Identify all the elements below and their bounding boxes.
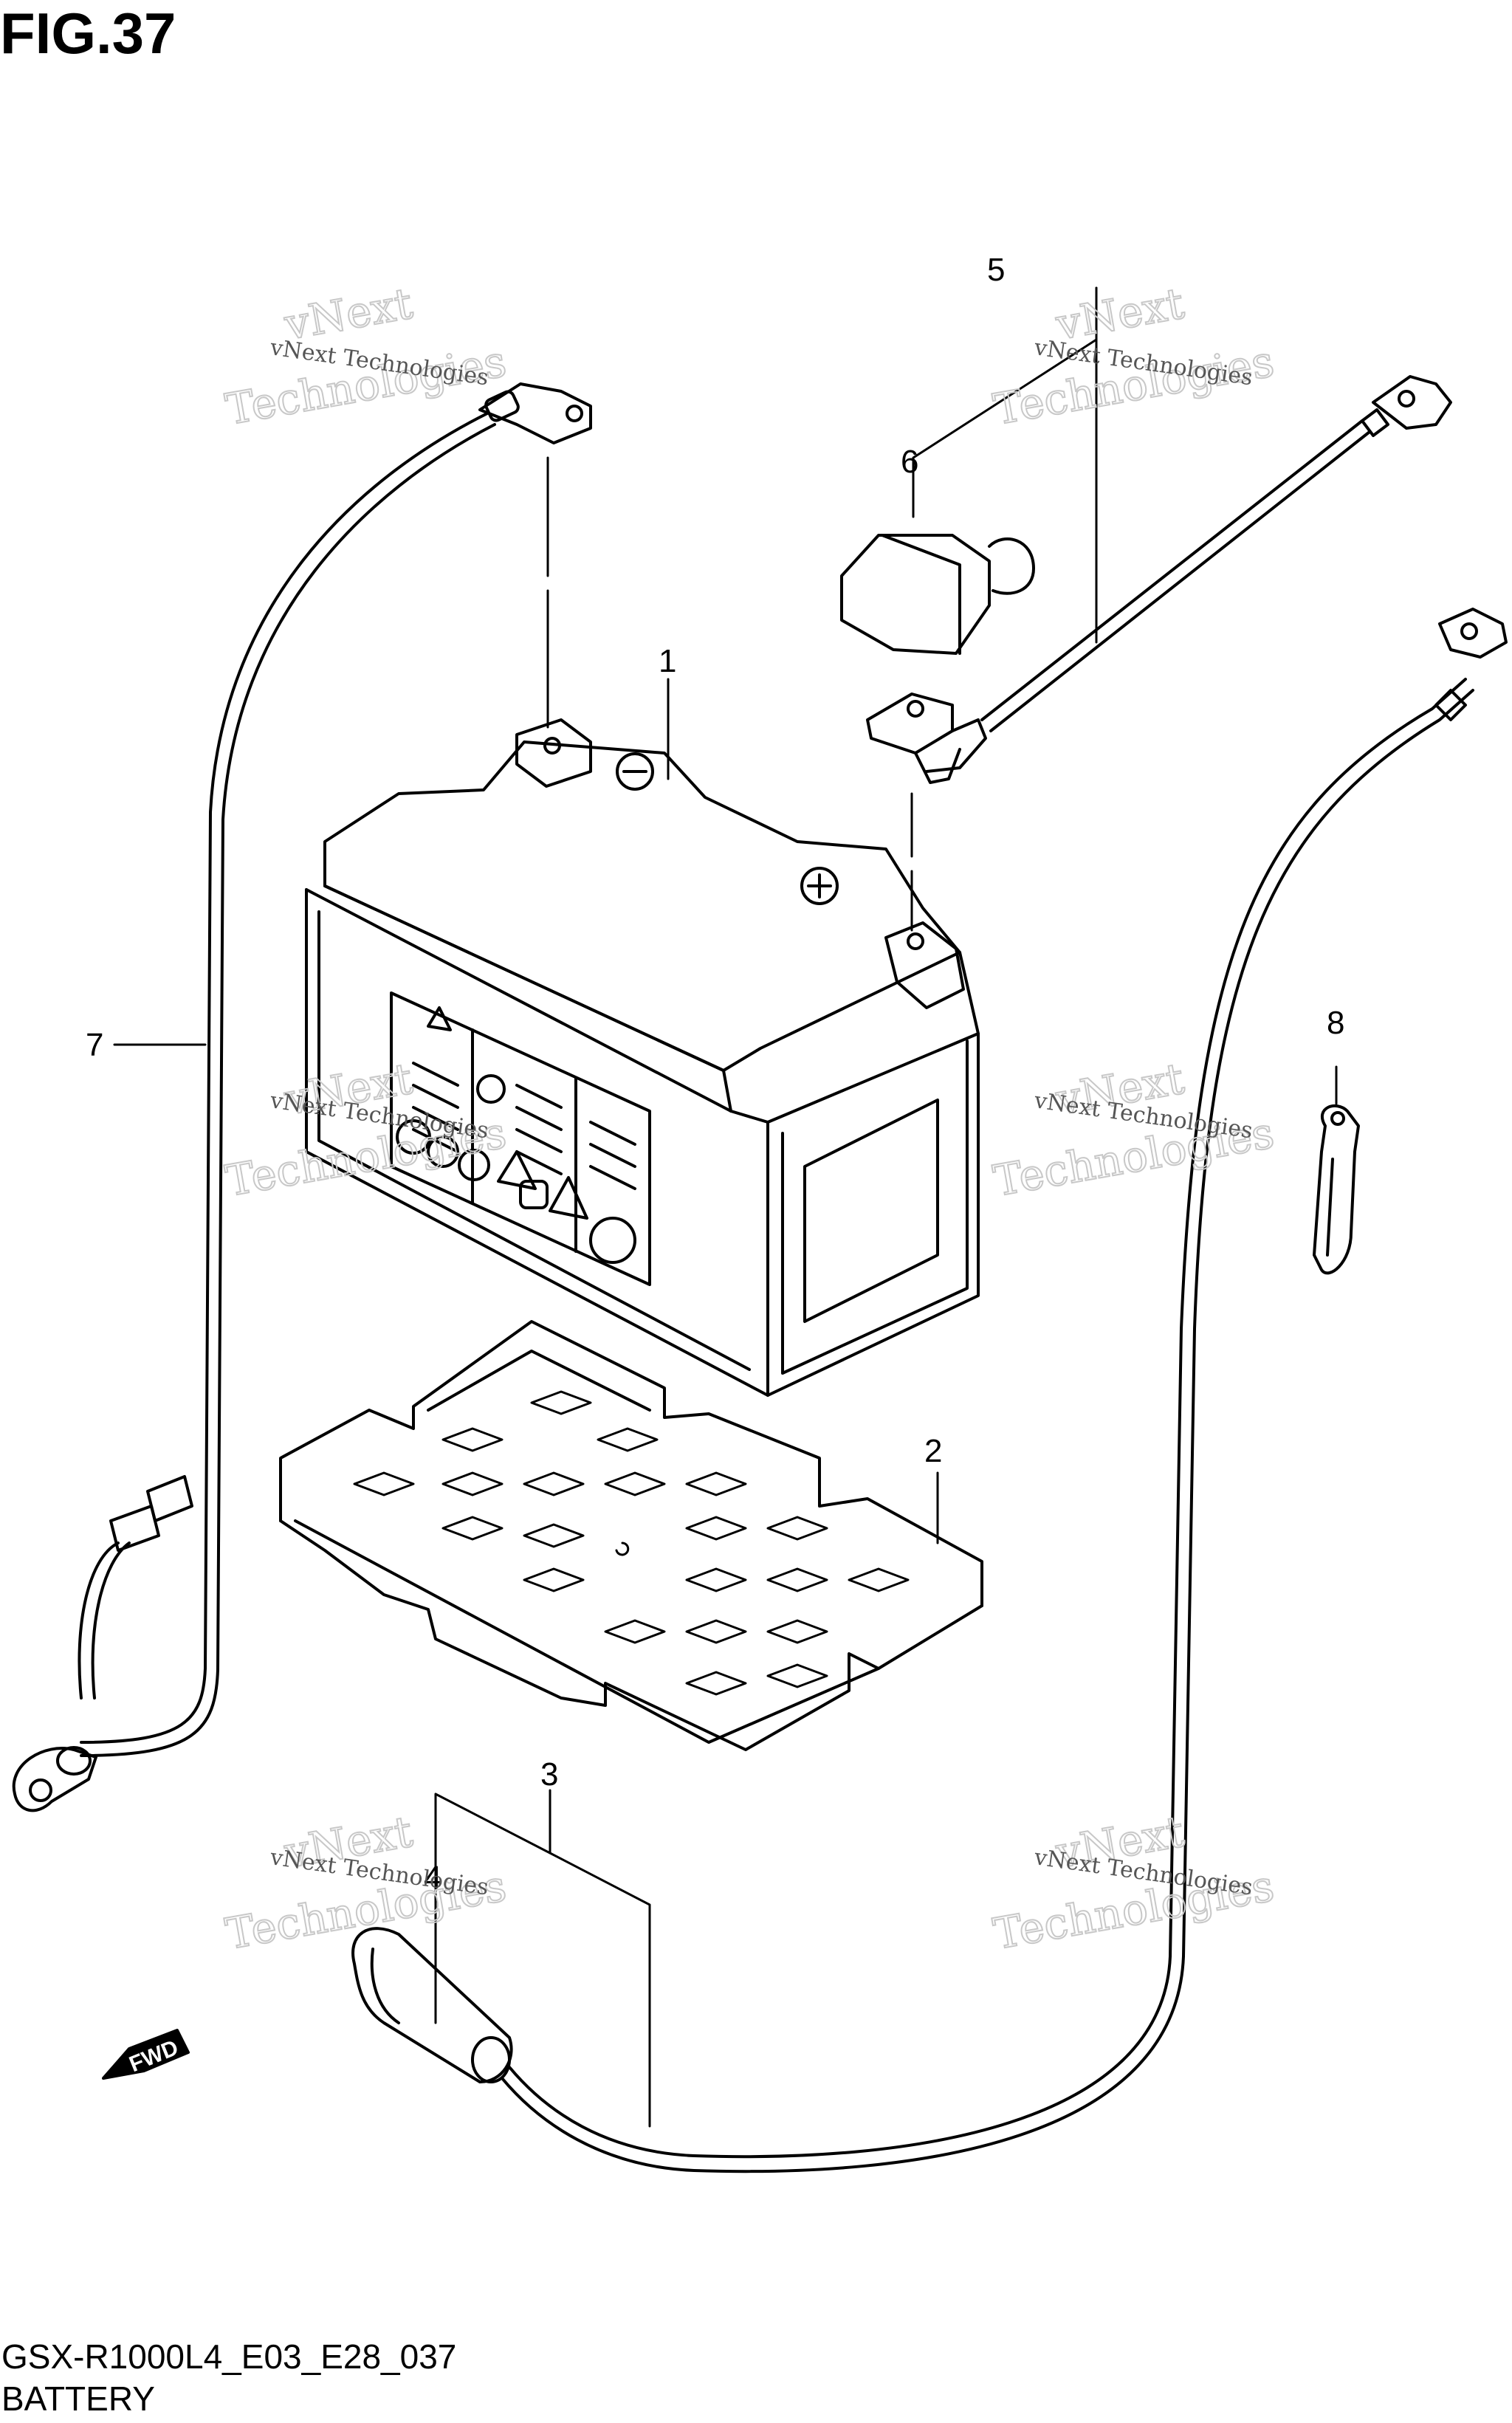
callout-7: 7 (86, 1027, 103, 1063)
terminal-cover-part-6 (840, 534, 1035, 655)
long-lead-wire-part-3 (351, 608, 1508, 2173)
callout-2: 2 (924, 1433, 942, 1469)
figure-title: FIG.37 (0, 1, 176, 66)
watermark-mid-right: vNext Technologies vNext Technologies (989, 1053, 1279, 1207)
callout-5: 5 (987, 252, 1005, 288)
negative-lead-part-7 (12, 382, 592, 1812)
watermark-bottom-right: vNext Technologies vNext Technologies (989, 1806, 1279, 1960)
watermark-top-right: vNext Technologies vNext Technologies (989, 278, 1279, 436)
positive-lead-part-5 (866, 375, 1452, 784)
battery-part-1 (305, 718, 980, 1397)
watermark-bottom-left: vNext Technologies vNext Technologies (221, 1806, 511, 1960)
callout-4: 4 (424, 1860, 441, 1896)
figure-code: GSX-R1000L4_E03_E28_037 (1, 2337, 457, 2376)
fwd-arrow-icon (102, 2029, 190, 2080)
callout-3: 3 (540, 1756, 558, 1793)
watermark-top-left: vNext Technologies vNext Technologies (221, 278, 511, 436)
callout-6: 6 (901, 444, 918, 480)
callout-8: 8 (1327, 1005, 1344, 1041)
figure-name: BATTERY (1, 2379, 155, 2418)
clamp-part-8 (1313, 1104, 1360, 1275)
battery-tray-part-2 (279, 1320, 983, 1751)
callout-1: 1 (659, 643, 676, 679)
